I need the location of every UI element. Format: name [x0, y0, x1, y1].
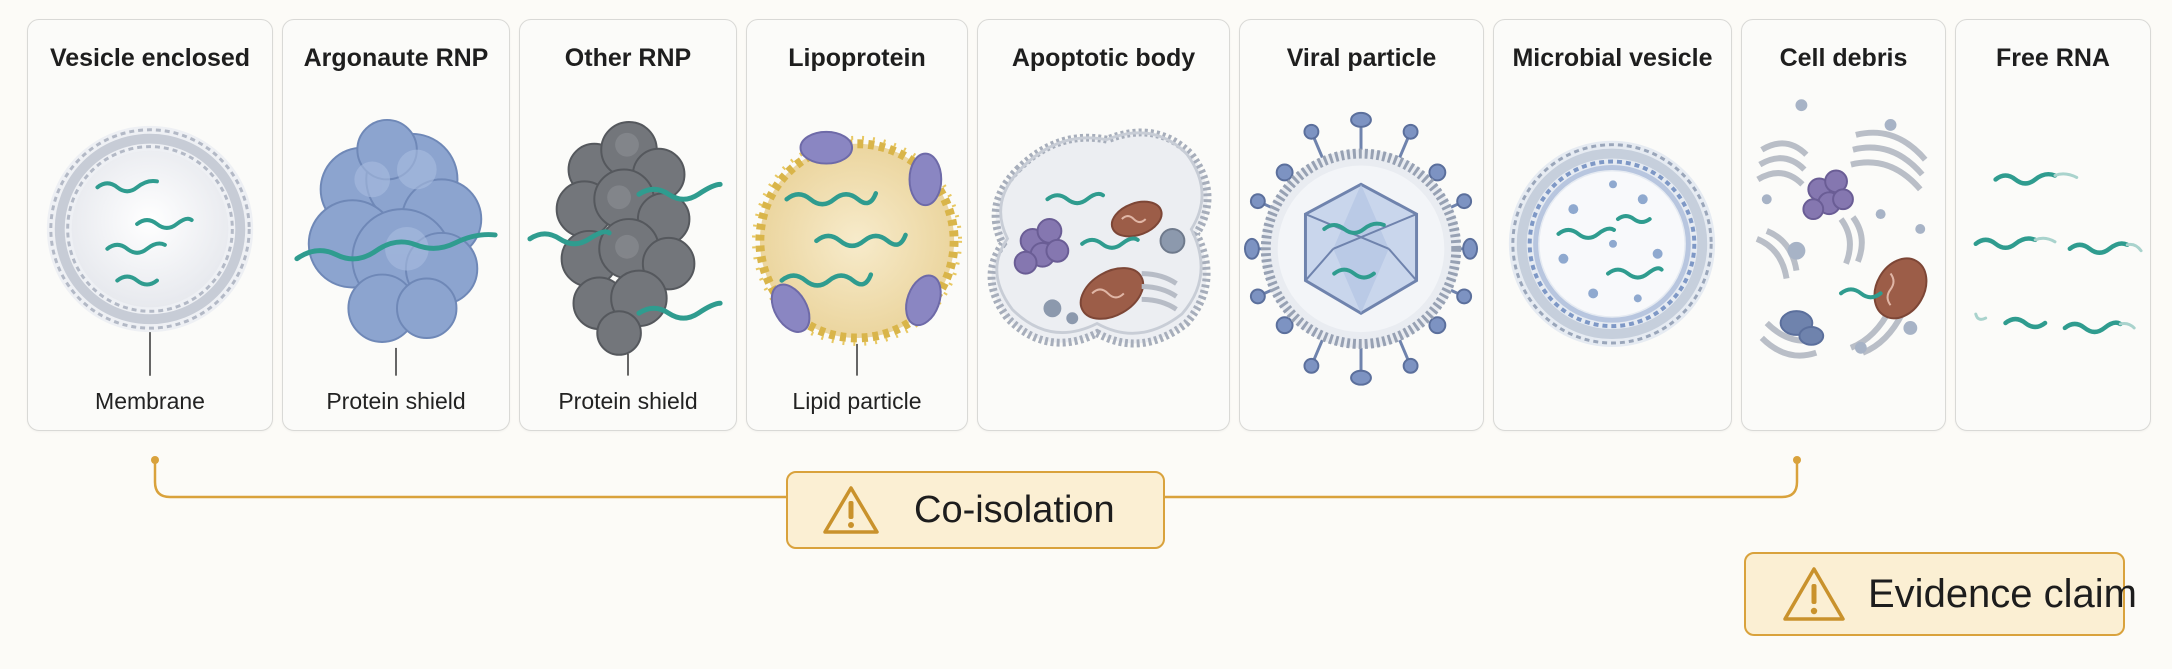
panel-title: Viral particle [1286, 44, 1437, 72]
evidence-claim-label: Evidence claim [1868, 571, 2138, 616]
panel-lipoprotein: Lipoprotein Lipid particle [746, 19, 968, 431]
warning-icon [1783, 567, 1845, 621]
other-rnp-illustration [527, 120, 723, 376]
panel-caption: Lipid particle [792, 388, 922, 414]
panel-caption: Protein shield [326, 388, 466, 414]
panel-title: Argonaute RNP [303, 44, 489, 72]
bracket-endpoint-left [151, 456, 159, 464]
panel-other-rnp: Other RNP Protein shield [519, 19, 737, 431]
apoptotic-body-illustration [987, 128, 1212, 348]
panel-title: Microbial vesicle [1512, 44, 1713, 72]
argonaute-illustration [294, 118, 498, 376]
panel-cell-debris: Cell debris [1741, 19, 1946, 431]
evidence-claim-box: Evidence claim [1744, 552, 2137, 636]
panel-vesicle-enclosed: Vesicle enclosed Membrane [27, 19, 273, 431]
co-isolation-label: Co-isolation [914, 488, 1115, 531]
panel-title: Vesicle enclosed [49, 44, 251, 72]
panel-free-rna: Free RNA [1955, 19, 2151, 431]
co-isolation-box: Co-isolation [786, 471, 1165, 549]
vesicle-illustration [46, 125, 254, 376]
panel-argonaute-rnp: Argonaute RNP Protein shield [282, 19, 510, 431]
panel-title: Other RNP [564, 44, 692, 72]
warning-icon [823, 486, 879, 534]
panel-title: Apoptotic body [1011, 44, 1196, 72]
panel-caption: Protein shield [558, 388, 698, 414]
microbial-vesicle-illustration [1508, 140, 1716, 347]
free-rna-illustration [1973, 171, 2143, 335]
viral-particle-illustration [1243, 111, 1479, 386]
panel-viral-particle: Viral particle [1239, 19, 1484, 431]
lipoprotein-illustration [751, 130, 963, 376]
panel-title: Lipoprotein [788, 44, 926, 72]
cell-debris-illustration [1755, 99, 1928, 359]
panel-microbial-vesicle: Microbial vesicle [1493, 19, 1732, 431]
panel-title: Free RNA [1996, 44, 2110, 72]
panel-caption: Membrane [95, 388, 205, 414]
panel-apoptotic-body: Apoptotic body [977, 19, 1230, 431]
panel-title: Cell debris [1779, 44, 1908, 72]
bracket-endpoint-right [1793, 456, 1801, 464]
